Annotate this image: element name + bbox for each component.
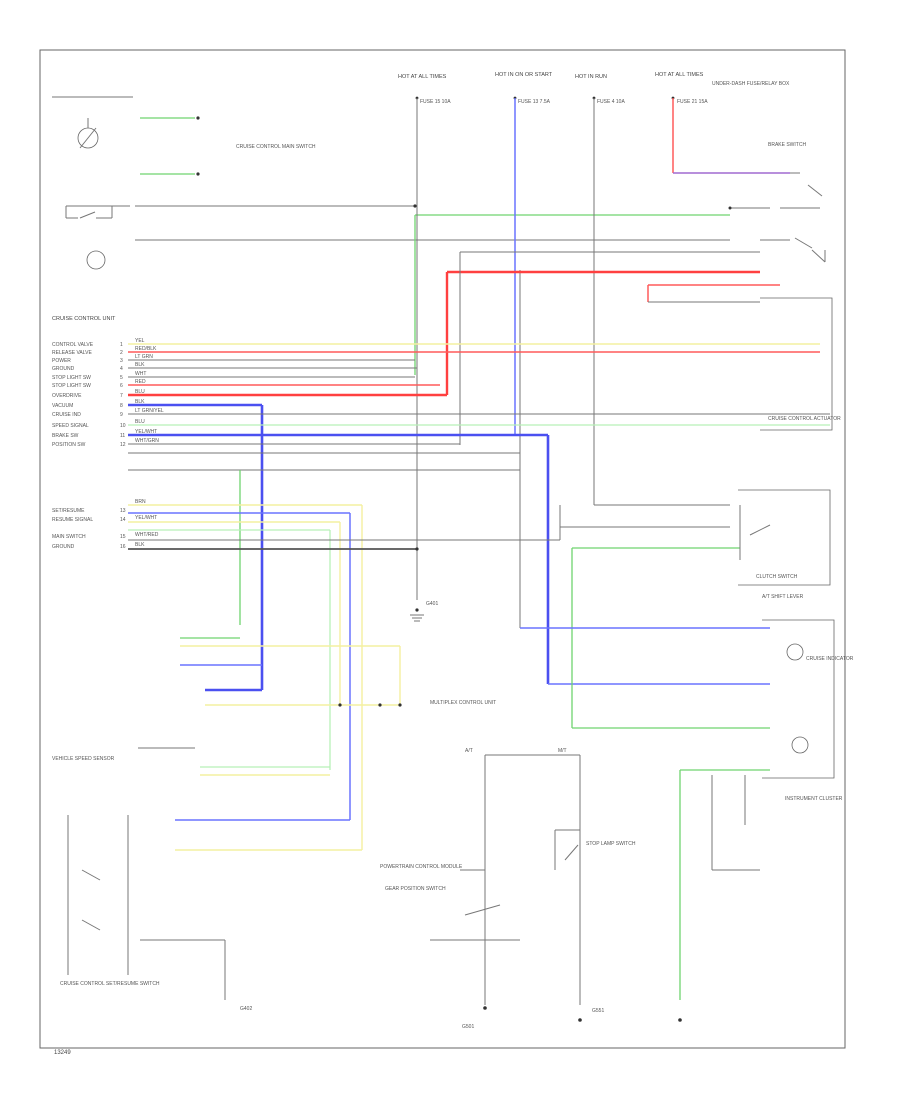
svg-text:5: 5 — [120, 375, 123, 381]
diagram-border — [39, 49, 846, 1049]
footer-code: 13249 — [54, 1050, 71, 1056]
svg-text:YEL/WHT: YEL/WHT — [135, 429, 157, 435]
svg-text:WHT/GRN: WHT/GRN — [135, 438, 159, 444]
pin-8-name: VACUUM — [52, 403, 73, 409]
instrument-label: INSTRUMENT CLUSTER — [785, 796, 843, 802]
right-switch-top: BRAKE SWITCH — [728, 142, 826, 263]
svg-text:12: 12 — [120, 442, 126, 448]
svg-text:7: 7 — [120, 393, 123, 399]
fuse-d-number: FUSE 21 15A — [677, 99, 708, 105]
svg-text:1: 1 — [120, 342, 123, 348]
pin-2-name: RELEASE VALVE — [52, 350, 92, 356]
gear-pos-label: GEAR POSITION SWITCH — [385, 886, 446, 892]
svg-text:10: 10 — [120, 423, 126, 429]
svg-text:16: 16 — [120, 544, 126, 550]
svg-text:4: 4 — [120, 366, 123, 372]
unit-header: CRUISE CONTROL UNIT — [52, 316, 116, 322]
svg-text:LT GRN/YEL: LT GRN/YEL — [135, 408, 164, 414]
svg-text:BRN: BRN — [135, 499, 146, 505]
pin-markers: 1 2 3 4 5 6 7 8 9 10 11 12 13 14 15 16 — [120, 342, 126, 550]
pin-13-name: SET/RESUME — [52, 508, 85, 514]
pin-14-name: RESUME SIGNAL — [52, 517, 93, 523]
fuse-c-label: HOT IN RUN — [575, 74, 607, 80]
cruise-unit-pins: CRUISE CONTROL UNIT CONTROL VALVE RELEAS… — [52, 316, 116, 550]
svg-text:YEL: YEL — [135, 338, 145, 344]
pin-9-name: CRUISE IND — [52, 412, 81, 418]
ground-center: G401 — [410, 601, 438, 622]
ground-1-label: G401 — [426, 601, 438, 607]
ground-2-label: G402 — [240, 1006, 252, 1012]
indicator-label: CRUISE INDICATOR — [806, 656, 854, 662]
fuse-b-label: HOT IN ON OR START — [495, 72, 553, 78]
at-label: A/T — [465, 748, 473, 754]
fuse-d-desc: UNDER-DASH FUSE/RELAY BOX — [712, 81, 790, 87]
cruise-switch-block: CRUISE CONTROL SET/RESUME SWITCH G402 — [60, 815, 252, 1012]
svg-text:RED/BLK: RED/BLK — [135, 346, 157, 352]
pcm-label: POWERTRAIN CONTROL MODULE — [380, 864, 463, 870]
main-switch-label: CRUISE CONTROL MAIN SWITCH — [236, 144, 316, 150]
stop-lamp-label: STOP LAMP SWITCH — [586, 841, 636, 847]
svg-text:9: 9 — [120, 412, 123, 418]
ground-3-label: G501 — [462, 1024, 474, 1030]
cruise-switch-label: CRUISE CONTROL SET/RESUME SWITCH — [60, 981, 160, 987]
pin-11-name: BRAKE SW — [52, 433, 79, 439]
svg-text:11: 11 — [120, 433, 125, 439]
svg-text:BLK: BLK — [135, 362, 145, 368]
svg-text:RED: RED — [135, 379, 146, 385]
instrument-cluster: INSTRUMENT CLUSTER CRUISE INDICATOR — [520, 619, 854, 1000]
svg-text:2: 2 — [120, 350, 123, 356]
mt-label: M/T — [558, 748, 567, 754]
fuse-a-label: HOT AT ALL TIMES — [398, 74, 447, 80]
svg-text:8: 8 — [120, 403, 123, 409]
svg-text:13: 13 — [120, 508, 126, 514]
pin-12-name: POSITION SW — [52, 442, 86, 448]
gear-position-area: A/T M/T POWERTRAIN CONTROL MODULE GEAR P… — [380, 748, 682, 1030]
ground-4-label: G551 — [592, 1008, 604, 1014]
svg-text:BLU: BLU — [135, 419, 145, 425]
pin-15-name: MAIN SWITCH — [52, 534, 86, 540]
multiplex-label: MULTIPLEX CONTROL UNIT — [430, 700, 496, 706]
wire-color-labels: YEL RED/BLK LT GRN BLK WHT RED BLU BLK L… — [135, 338, 164, 548]
vss-label: VEHICLE SPEED SENSOR — [52, 756, 115, 762]
pin-4-name: GROUND — [52, 366, 75, 372]
clutch-switch: CLUTCH SWITCH A/T SHIFT LEVER — [560, 489, 831, 728]
actuator-box: CRUISE CONTROL ACTUATOR — [760, 297, 841, 431]
pin-5-name: STOP LIGHT SW — [52, 375, 91, 381]
main-switch-area: CRUISE CONTROL MAIN SWITCH — [77, 116, 316, 176]
set-resume-switch — [65, 204, 730, 270]
svg-text:LT GRN: LT GRN — [135, 354, 153, 360]
fuse-b-number: FUSE 13 7.5A — [518, 99, 551, 105]
fuse-c-number: FUSE 4 10A — [597, 99, 625, 105]
at-shift-label: A/T SHIFT LEVER — [762, 594, 804, 600]
svg-text:BLK: BLK — [135, 399, 145, 405]
pin-3-name: POWER — [52, 358, 71, 364]
svg-text:6: 6 — [120, 383, 123, 389]
svg-text:YEL/WHT: YEL/WHT — [135, 515, 157, 521]
fuse-d-label: HOT AT ALL TIMES — [655, 72, 704, 78]
pin-1-name: CONTROL VALVE — [52, 342, 94, 348]
pin-7-name: OVERDRIVE — [52, 393, 82, 399]
svg-text:15: 15 — [120, 534, 126, 540]
pin-10-name: SPEED SIGNAL — [52, 423, 89, 429]
fuse-headers: HOT AT ALL TIMES FUSE 15 10A HOT IN ON O… — [398, 72, 790, 105]
actuator-label: CRUISE CONTROL ACTUATOR — [768, 416, 841, 422]
fuse-a-number: FUSE 15 10A — [420, 99, 451, 105]
svg-text:BLK: BLK — [135, 542, 145, 548]
svg-text:3: 3 — [120, 358, 123, 364]
pin-6-name: STOP LIGHT SW — [52, 383, 91, 389]
clutch-label: CLUTCH SWITCH — [756, 574, 798, 580]
svg-text:14: 14 — [120, 517, 126, 523]
pin-16-name: GROUND — [52, 544, 75, 550]
svg-text:WHT/RED: WHT/RED — [135, 532, 159, 538]
svg-text:BLU: BLU — [135, 389, 145, 395]
svg-text:WHT: WHT — [135, 371, 146, 377]
brake-switch-label: BRAKE SWITCH — [768, 142, 806, 148]
